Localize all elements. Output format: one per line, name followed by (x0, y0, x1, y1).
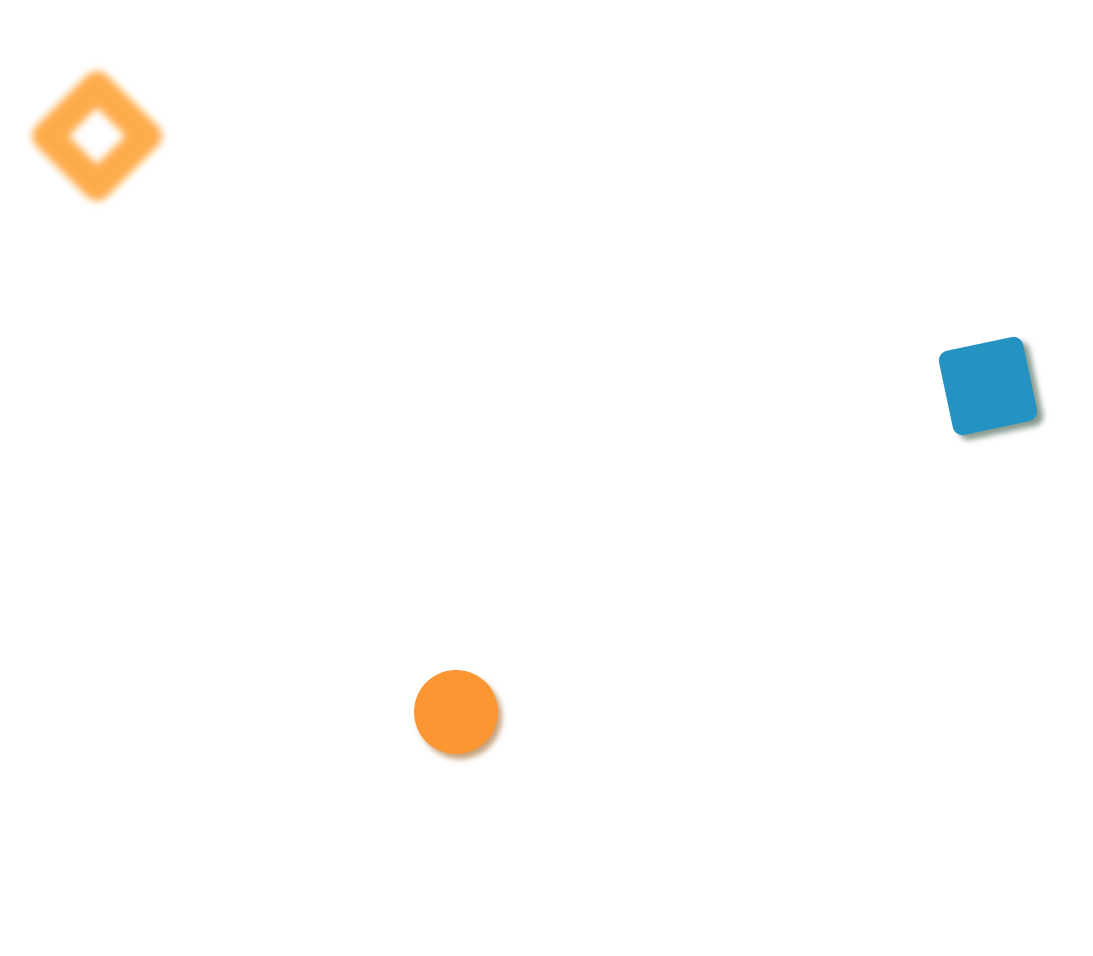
circle-icon (414, 670, 498, 754)
diamond-outline-icon (26, 65, 168, 207)
rounded-square-icon (936, 334, 1040, 438)
